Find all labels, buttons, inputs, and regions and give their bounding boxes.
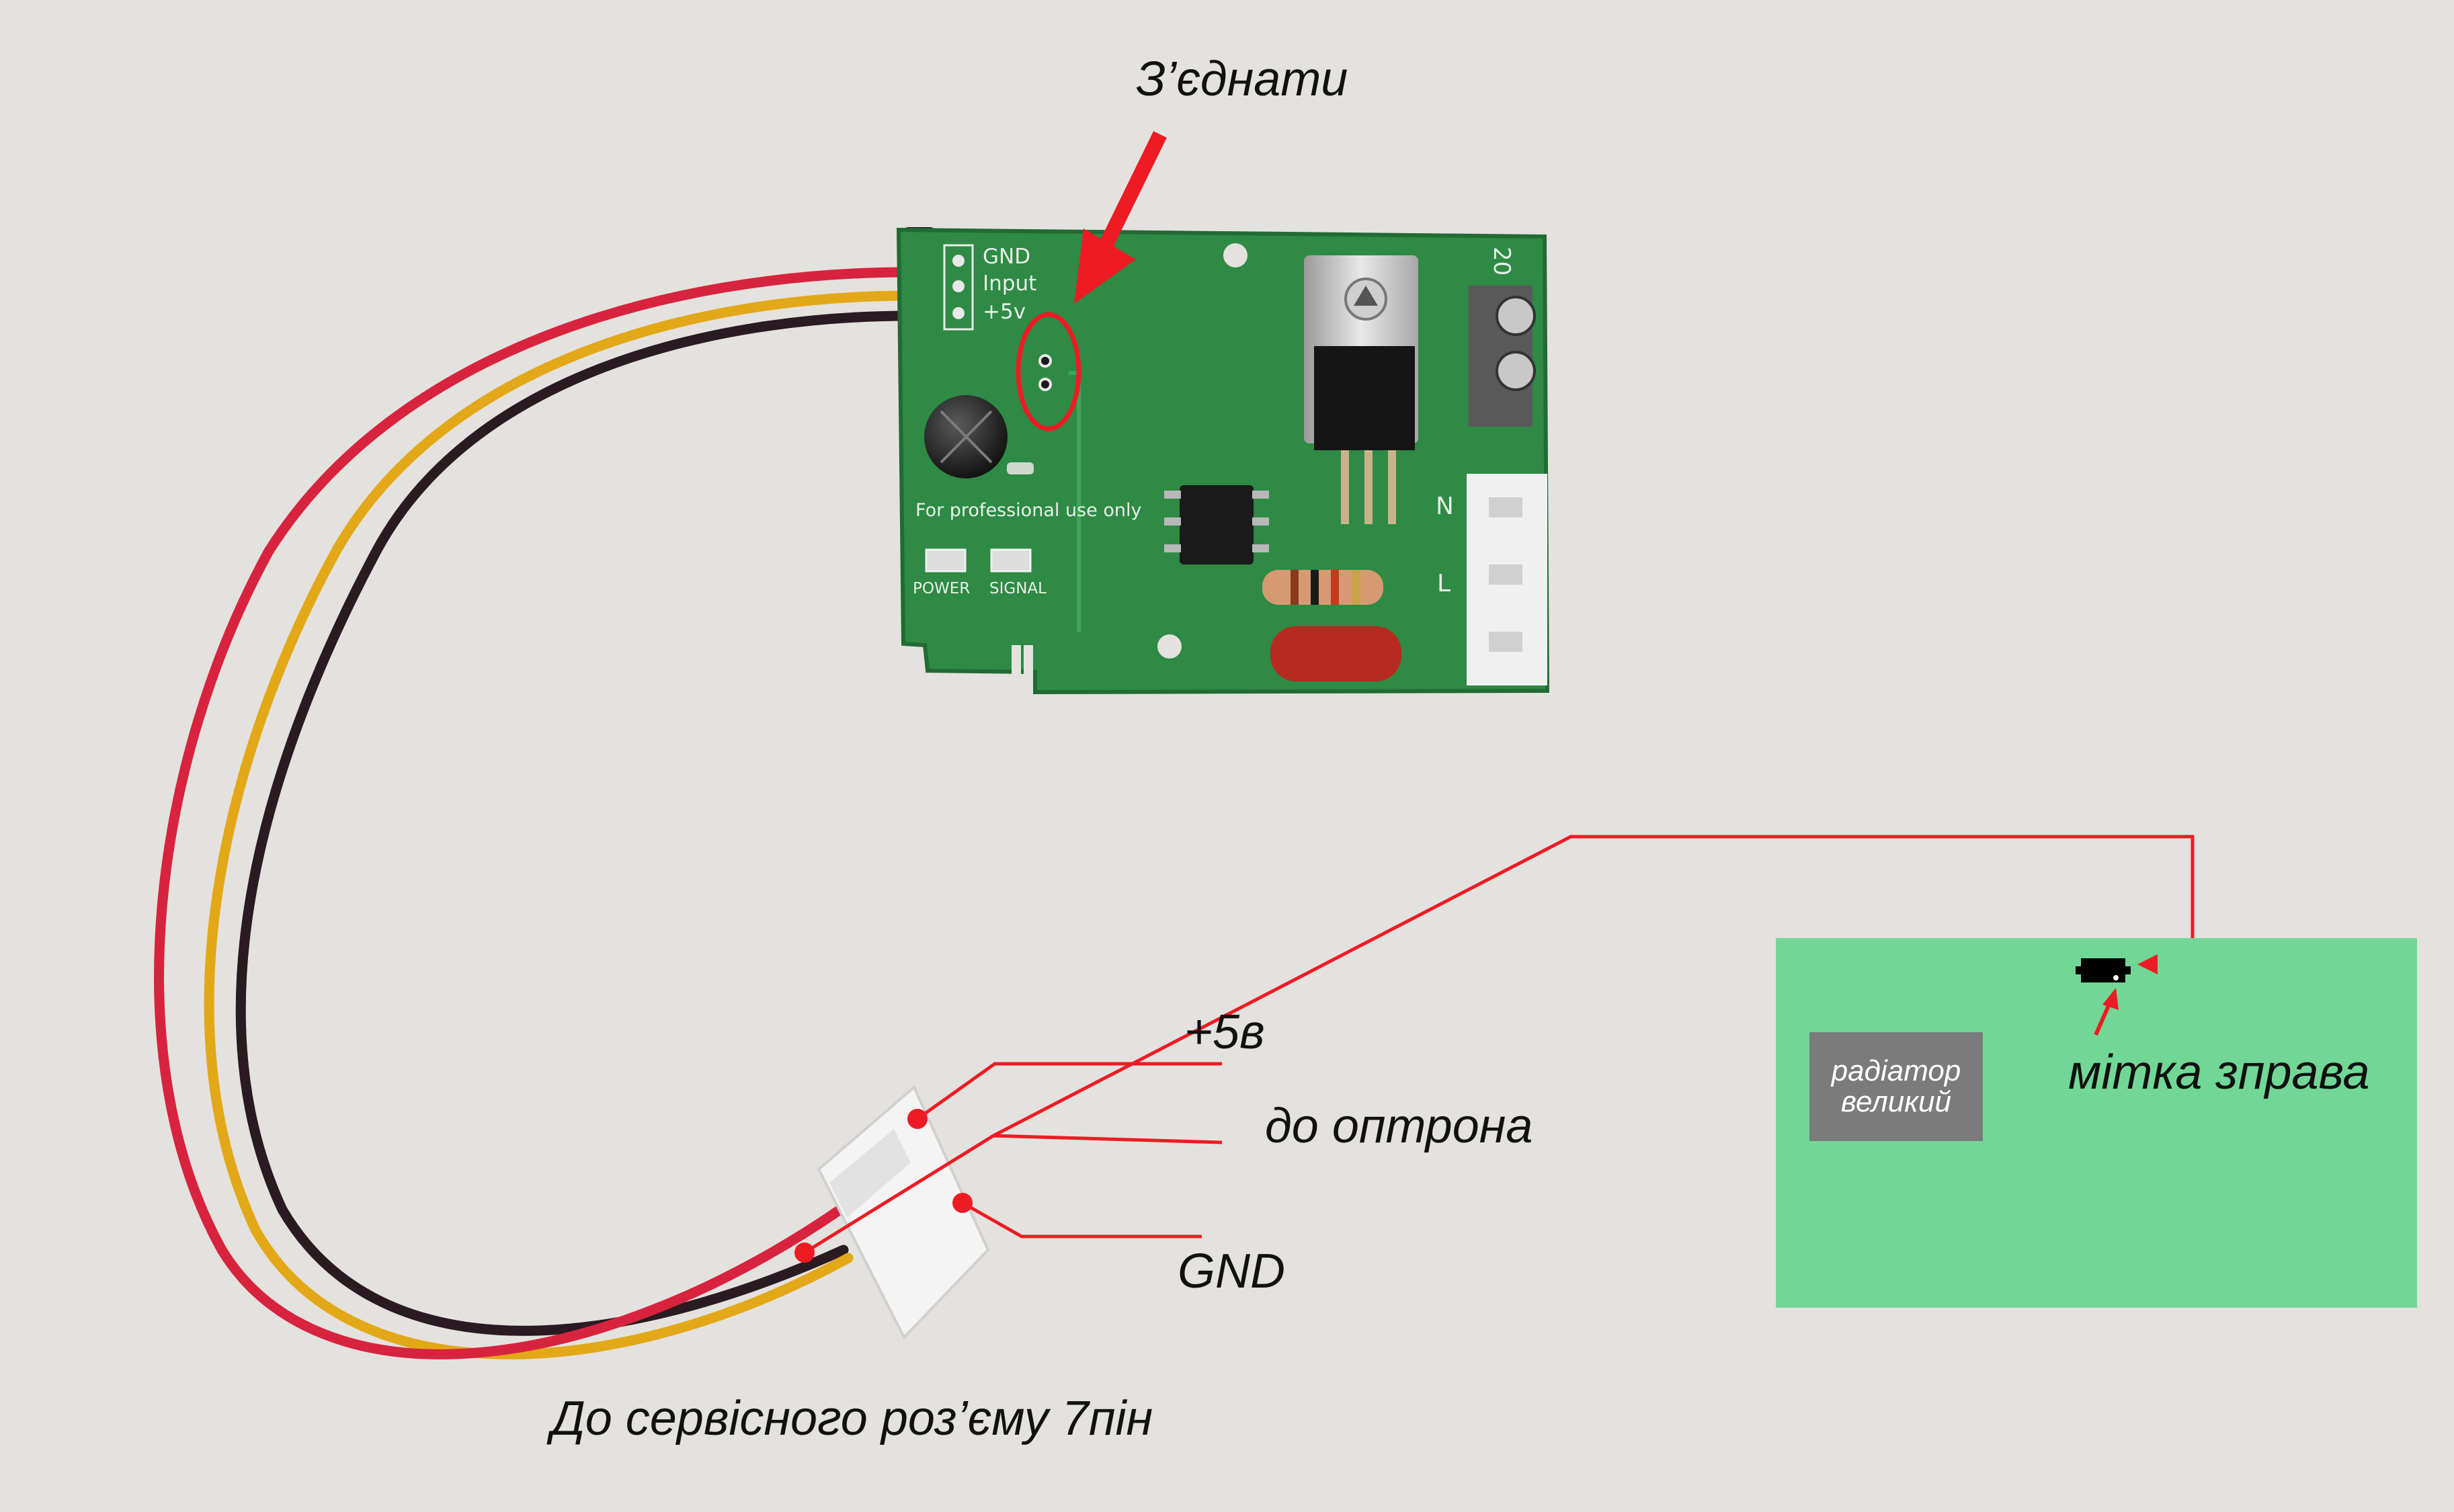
cable-wires xyxy=(154,267,916,1359)
silk-warning: For professional use only xyxy=(915,500,1141,521)
jumper-pad xyxy=(1038,378,1052,391)
radiator-box: радіатор великий xyxy=(1809,1032,1983,1141)
mounting-hole xyxy=(1157,634,1182,659)
wire-black xyxy=(235,310,916,1336)
radiator-line-1: радіатор xyxy=(1831,1054,1961,1087)
label-plus5: +5в xyxy=(1184,1005,1265,1059)
label-gnd: GND xyxy=(1178,1245,1285,1298)
led-power xyxy=(925,548,967,573)
jumper-pad xyxy=(1038,354,1052,368)
mounting-hole xyxy=(1223,243,1248,267)
annotation-lines xyxy=(803,835,2195,1255)
silk-power: POWER xyxy=(913,580,970,597)
led-signal xyxy=(990,548,1032,573)
label-connect: З’єднати xyxy=(1136,52,1348,106)
silk-signal: SIGNAL xyxy=(989,580,1047,597)
dot-gnd xyxy=(952,1193,973,1213)
radiator-line-2: великий xyxy=(1840,1085,1951,1118)
label-mark-right: мітка зправа xyxy=(2068,1046,2370,1099)
wire-yellow xyxy=(204,290,916,1359)
line-plus5 xyxy=(916,1062,1222,1121)
silk-input: Input xyxy=(983,271,1036,296)
line-gnd xyxy=(961,1201,1202,1238)
resistor xyxy=(1262,570,1383,605)
triac xyxy=(1314,346,1415,450)
main-pcb: GND Input +5v For professional use only … xyxy=(896,227,1550,695)
silk-5v: +5v xyxy=(983,300,1026,324)
dot-optron xyxy=(794,1243,815,1263)
connect-annotation xyxy=(1016,131,1167,431)
jumper-highlight-ellipse xyxy=(1016,312,1081,431)
detail-board: радіатор великий xyxy=(1776,938,2417,1308)
silk-20: 20 xyxy=(1488,247,1515,276)
label-to-optron: до оптрона xyxy=(1265,1099,1533,1153)
service-connector xyxy=(817,1085,990,1340)
label-to-service-connector: До сервісного роз’єму 7пін xyxy=(551,1392,1153,1445)
wire-red xyxy=(154,267,916,1359)
silk-l: L xyxy=(1437,570,1450,597)
silk-n: N xyxy=(1436,493,1454,520)
silk-gnd: GND xyxy=(983,245,1030,269)
dot-plus5 xyxy=(907,1109,928,1129)
film-capacitor xyxy=(1270,626,1401,681)
optocoupler-chip xyxy=(1180,485,1254,564)
